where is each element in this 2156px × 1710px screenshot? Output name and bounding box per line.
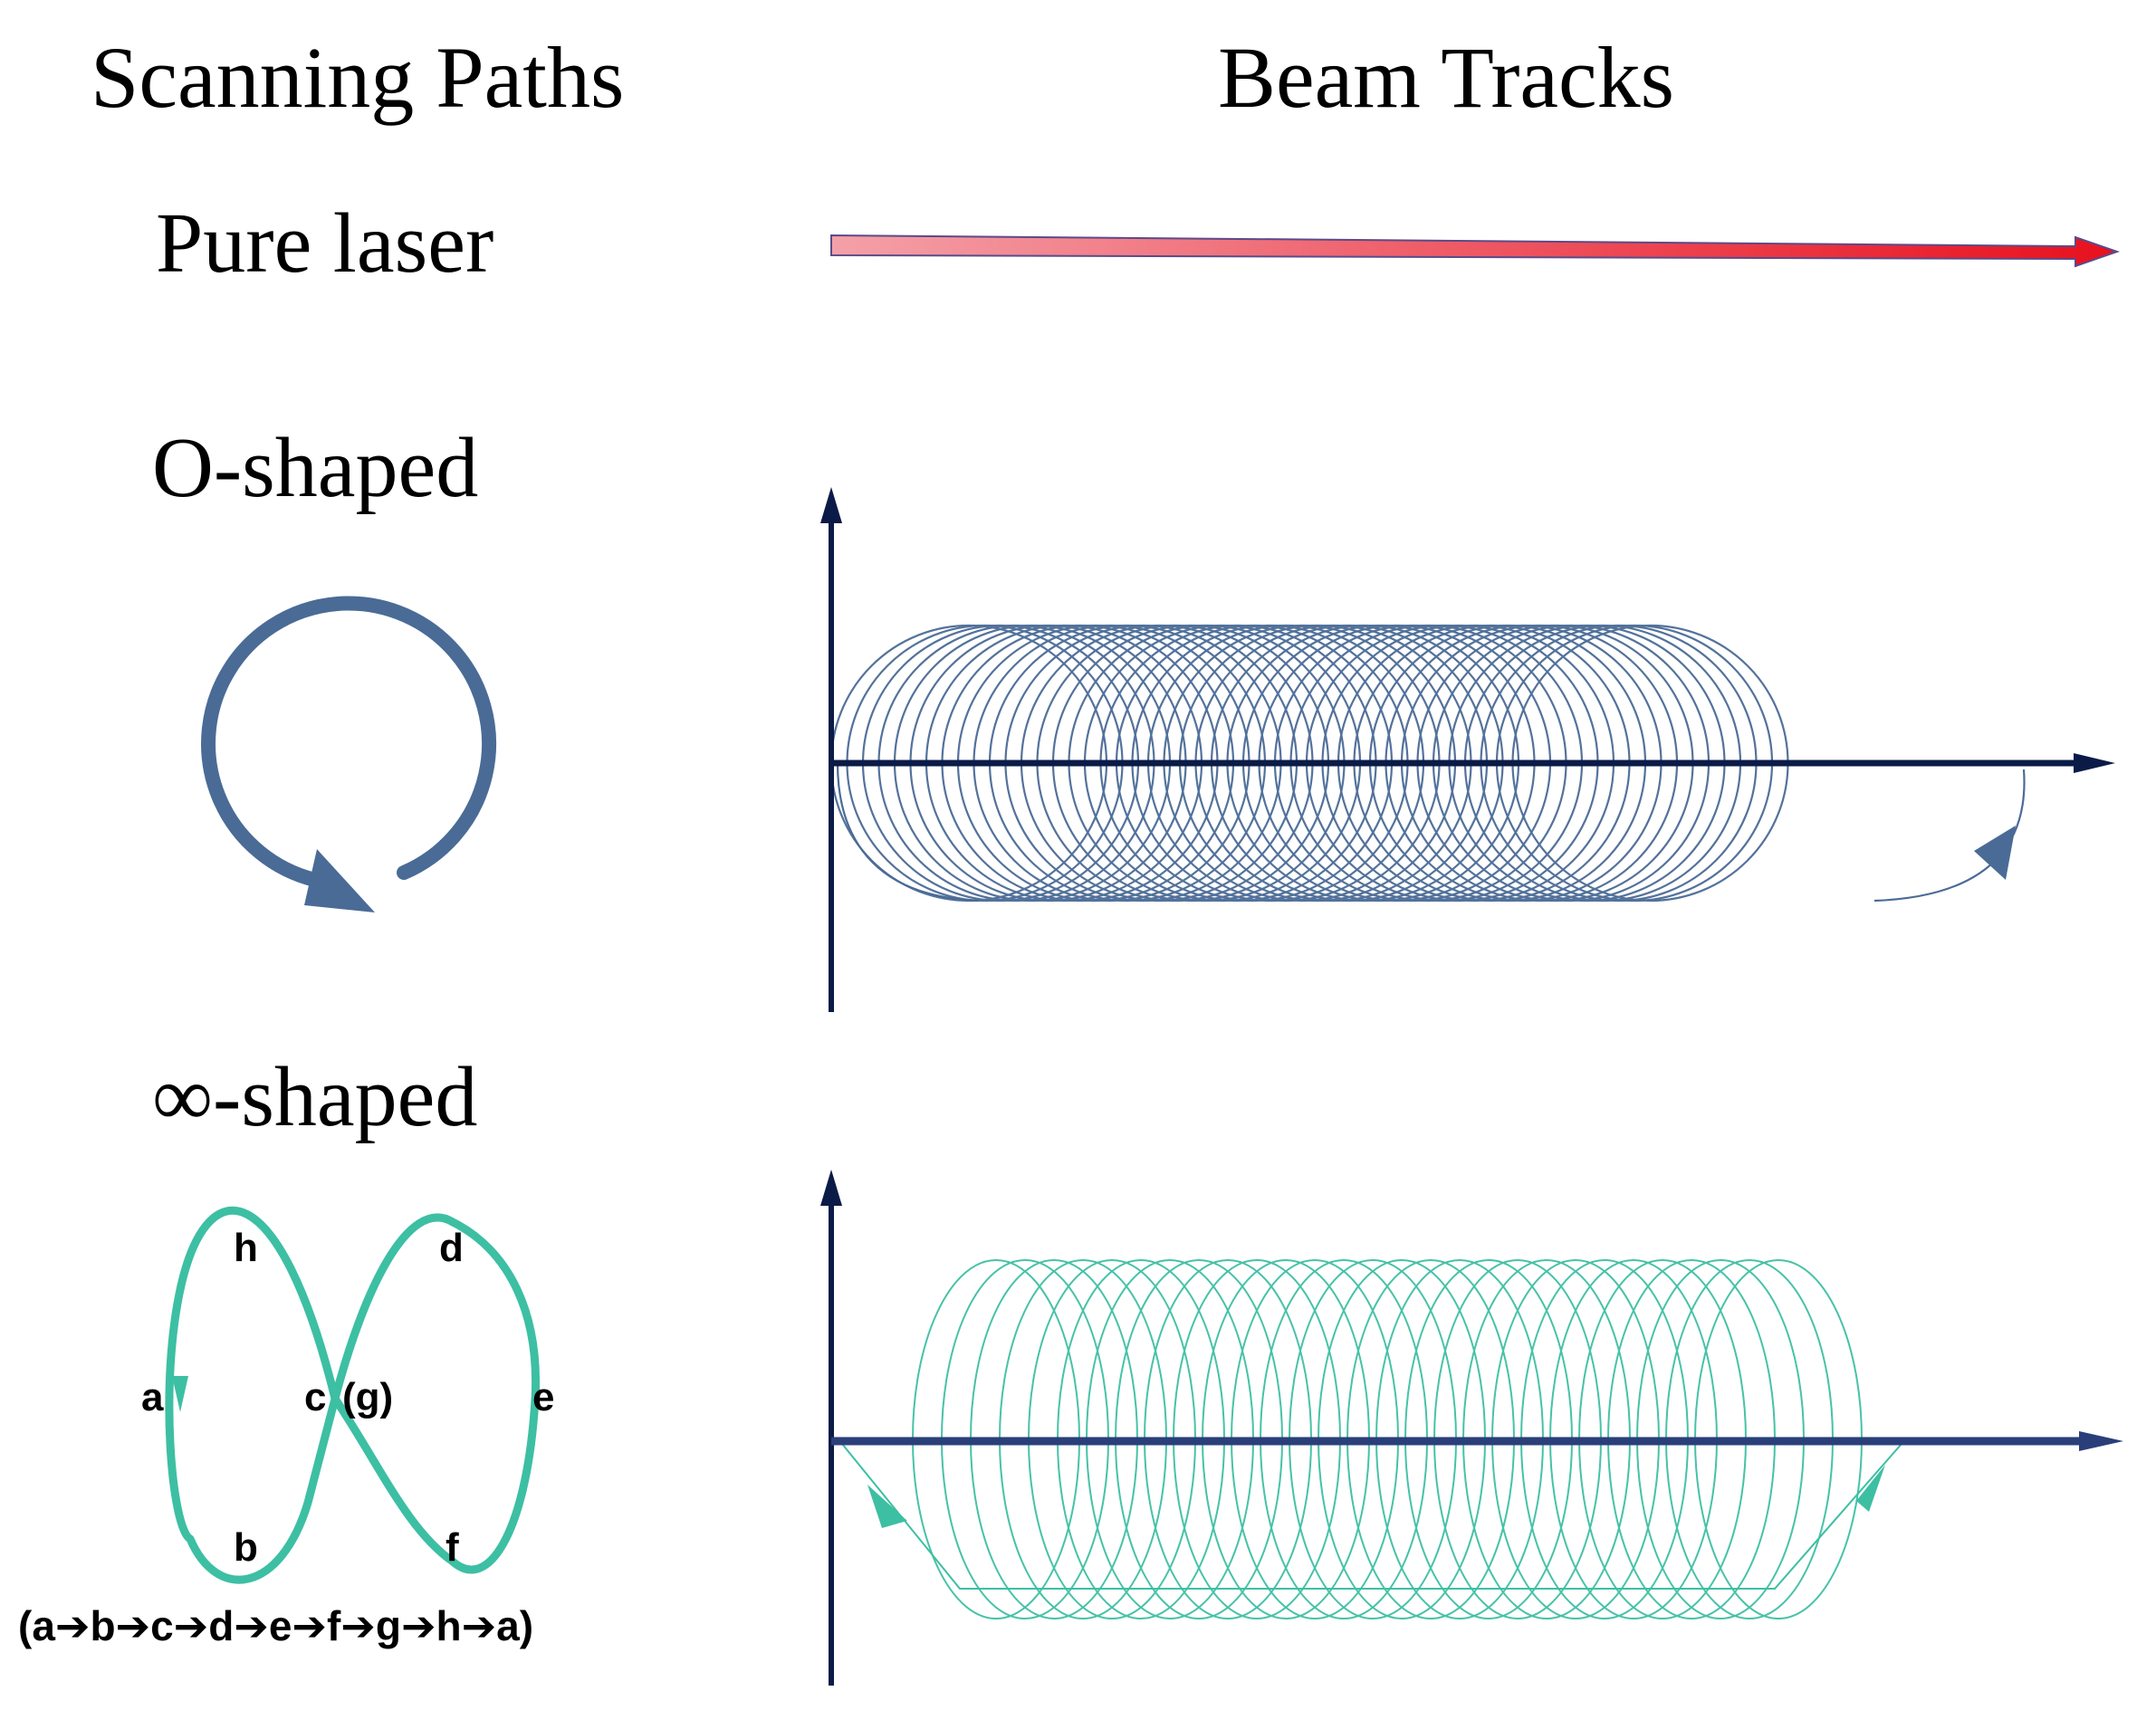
point-e: e: [532, 1375, 554, 1419]
point-f: f: [446, 1525, 459, 1570]
inf-track-arrowhead-left: [867, 1485, 907, 1528]
point-sequence: (a➔b➔c➔d➔e➔f➔g➔h➔a): [18, 1602, 533, 1649]
laser-arrow-icon: [830, 234, 2121, 268]
o-track-arrowhead: [1974, 826, 2016, 880]
point-g: (g): [342, 1375, 393, 1419]
o-beam-track-plot: [820, 487, 2115, 1012]
inf-track-arrowhead-right: [1856, 1465, 1885, 1512]
circle-arrow-icon: [201, 596, 496, 912]
pure-laser-label: Pure laser: [156, 196, 494, 291]
scanning-paths-heading: Scanning Paths: [91, 29, 625, 126]
inf-shaped-label: ∞-shaped: [152, 1050, 478, 1144]
figure-eight-icon: h d a c (g) e b f (a➔b➔c➔d➔e➔f➔g➔h➔a): [18, 1206, 554, 1649]
beam-tracks-heading: Beam Tracks: [1218, 29, 1674, 126]
point-b: b: [234, 1525, 258, 1570]
point-h: h: [234, 1226, 258, 1270]
o-shaped-label: O-shaped: [152, 421, 479, 515]
point-d: d: [439, 1226, 464, 1270]
point-c: c: [304, 1375, 326, 1419]
figure-eight-arrow-icon: [172, 1376, 188, 1412]
point-a: a: [141, 1375, 164, 1419]
inf-beam-track-plot: [820, 1170, 2123, 1686]
